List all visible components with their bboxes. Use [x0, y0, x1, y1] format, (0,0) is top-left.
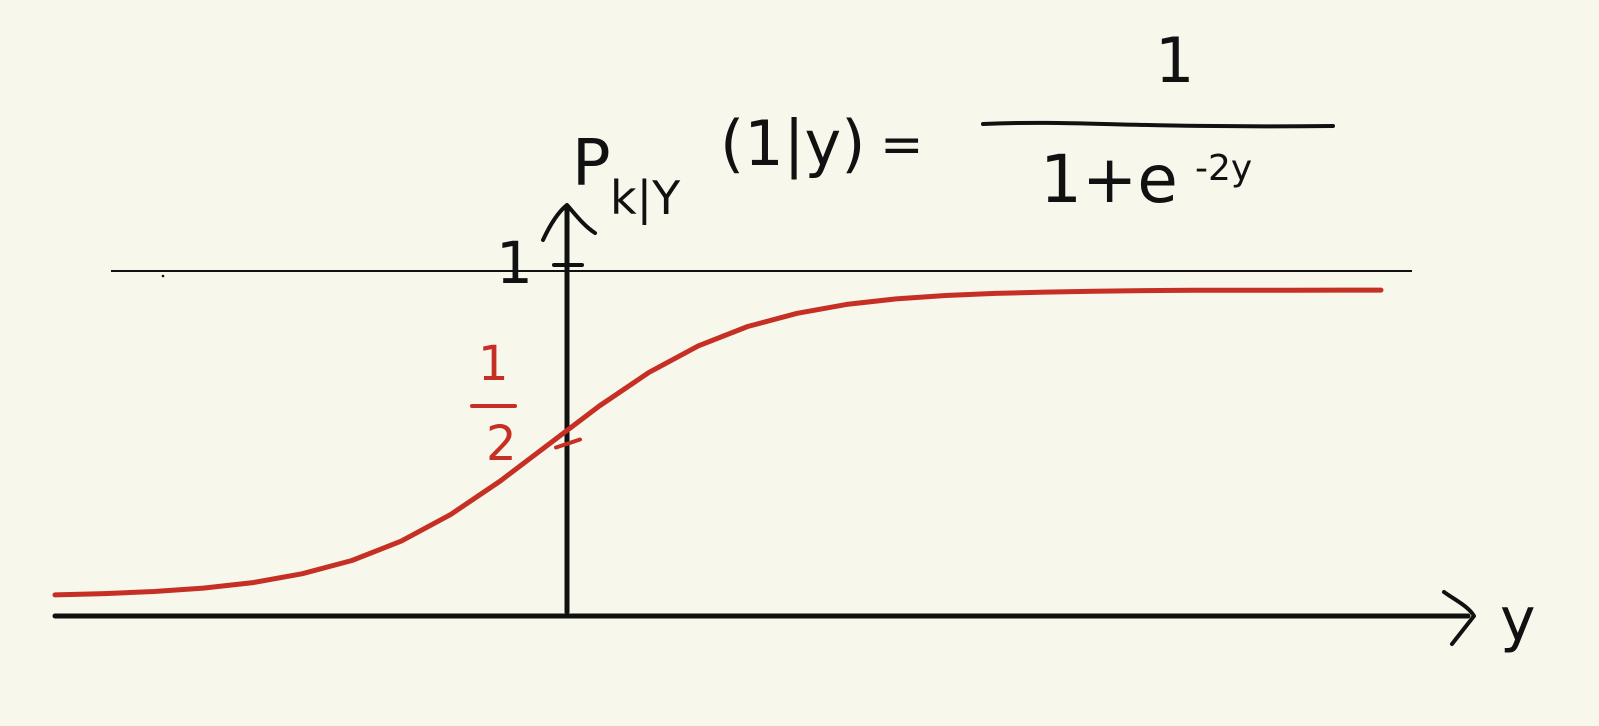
y-tick-label-half-denominator: 2 [486, 416, 517, 472]
formula-equals: = [880, 115, 924, 175]
formula-numerator: 1 [1155, 24, 1194, 97]
sigmoid-curve [52, 287, 1384, 598]
y-tick-mark-half [554, 437, 582, 450]
y-axis-arrowhead [541, 203, 597, 242]
formula: P k|Y (1|y) = 1 1+e -2y [572, 24, 1335, 226]
formula-fraction-bar [981, 120, 1335, 129]
x-axis-arrowhead [1442, 590, 1476, 646]
y-tick-label-1: 1 [496, 229, 533, 297]
formula-lhs-main: P [572, 127, 611, 201]
x-axis-label: y [1500, 585, 1536, 655]
stray-dot [161, 274, 165, 278]
y-tick-label-half-numerator: 1 [478, 336, 509, 392]
formula-denominator-exponent: -2y [1195, 148, 1252, 189]
formula-denominator-base: 1+e [1040, 141, 1178, 218]
formula-lhs-subscript: k|Y [610, 171, 681, 226]
formula-lhs-args: (1|y) [720, 107, 865, 181]
